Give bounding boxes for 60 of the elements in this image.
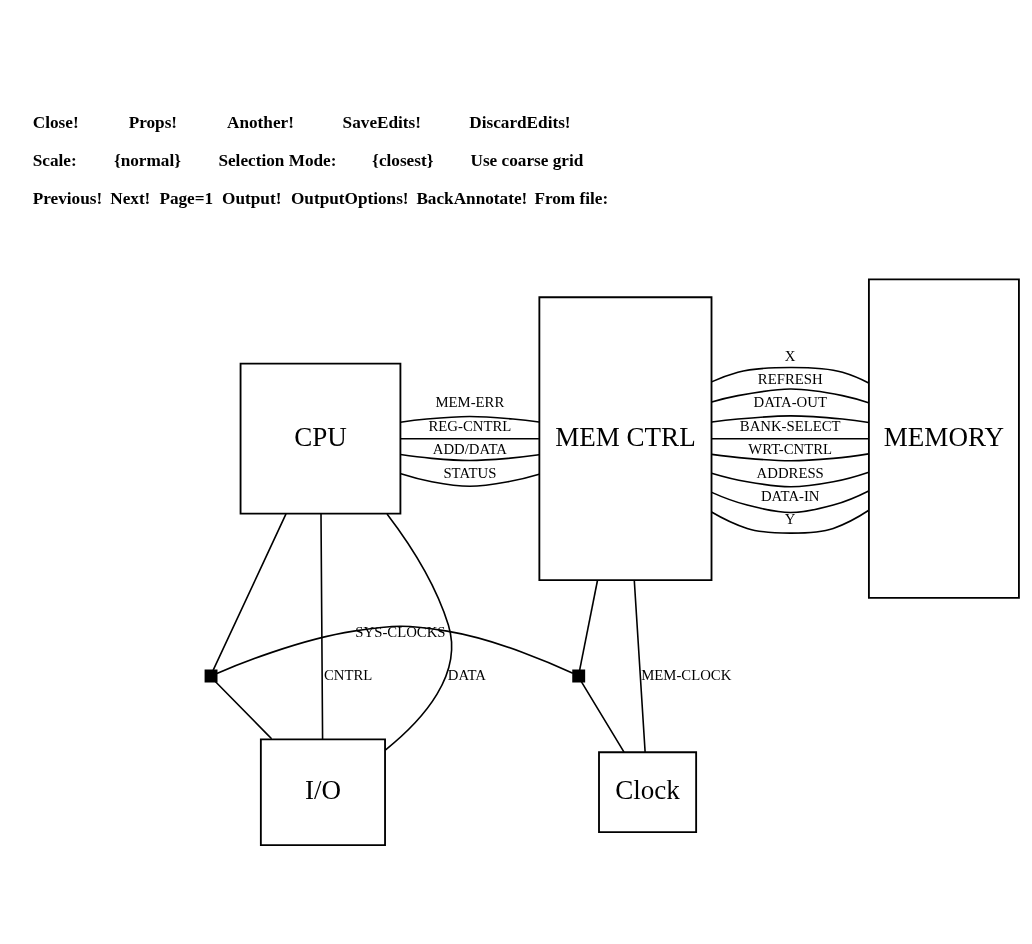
node-box [572, 669, 586, 682]
edge-label: BANK-SELECT [739, 417, 841, 434]
connector [710, 489, 870, 513]
label: Use coarse grid [470, 150, 584, 170]
connector [710, 366, 870, 384]
node-box: MEM CTRL [538, 295, 713, 581]
connector [399, 453, 540, 461]
label: SaveEdits! [342, 112, 422, 132]
node-box [204, 669, 218, 682]
label: Previous! [32, 188, 103, 208]
label: BackAnnotate! [416, 188, 528, 208]
edge-label: DATA-OUT [753, 393, 827, 410]
label: Props! [128, 112, 178, 132]
connector [710, 387, 870, 404]
connector [710, 508, 870, 534]
edge-label: MEM-ERR [435, 393, 505, 410]
connector [399, 415, 540, 423]
label: Another! [227, 112, 294, 132]
edge-label: REFRESH [757, 370, 823, 387]
node-box: CPU [239, 362, 402, 515]
connector [320, 512, 324, 740]
connector [633, 578, 646, 753]
label: Next! [110, 188, 151, 208]
edge-label: SYS-CLOCKS [355, 623, 446, 640]
edge-label: REG-CNTRL [428, 417, 512, 434]
connector [710, 470, 870, 488]
label: Scale: [32, 150, 77, 170]
label: From file: [534, 188, 609, 208]
label: Close! [32, 112, 79, 132]
connector [711, 414, 870, 423]
edge-label: DATA-IN [760, 487, 820, 504]
edge-label: MEM-CLOCK [641, 666, 732, 683]
label: DiscardEdits! [469, 112, 571, 132]
connector [384, 512, 453, 751]
connector [212, 512, 287, 671]
connector [214, 680, 273, 740]
label: OutputOptions! [290, 188, 409, 208]
label: Page=1 [159, 188, 214, 208]
edge-label: CNTRL [323, 666, 373, 683]
connector [710, 437, 870, 439]
connector [710, 452, 870, 462]
label: Selection Mode: [218, 150, 337, 170]
edge-label: Y [784, 510, 796, 527]
edge-label: STATUS [443, 464, 497, 481]
edge-label: DATA [447, 666, 486, 683]
node-box: Clock [598, 750, 698, 833]
edge-label: ADDRESS [756, 464, 824, 481]
label: Output! [222, 188, 282, 208]
connector [578, 578, 599, 671]
label: {normal} [113, 150, 181, 170]
connector [399, 437, 540, 439]
edge-label: WRT-CNTRL [748, 440, 833, 457]
connector [216, 624, 574, 674]
node-box: MEMORY [868, 278, 1020, 599]
connector [400, 472, 540, 487]
node-box: I/O [259, 737, 386, 846]
edge-label: ADD/DATA [432, 440, 507, 457]
connector [580, 680, 625, 753]
edge-label: X [784, 347, 796, 364]
label: {closest} [372, 150, 434, 170]
